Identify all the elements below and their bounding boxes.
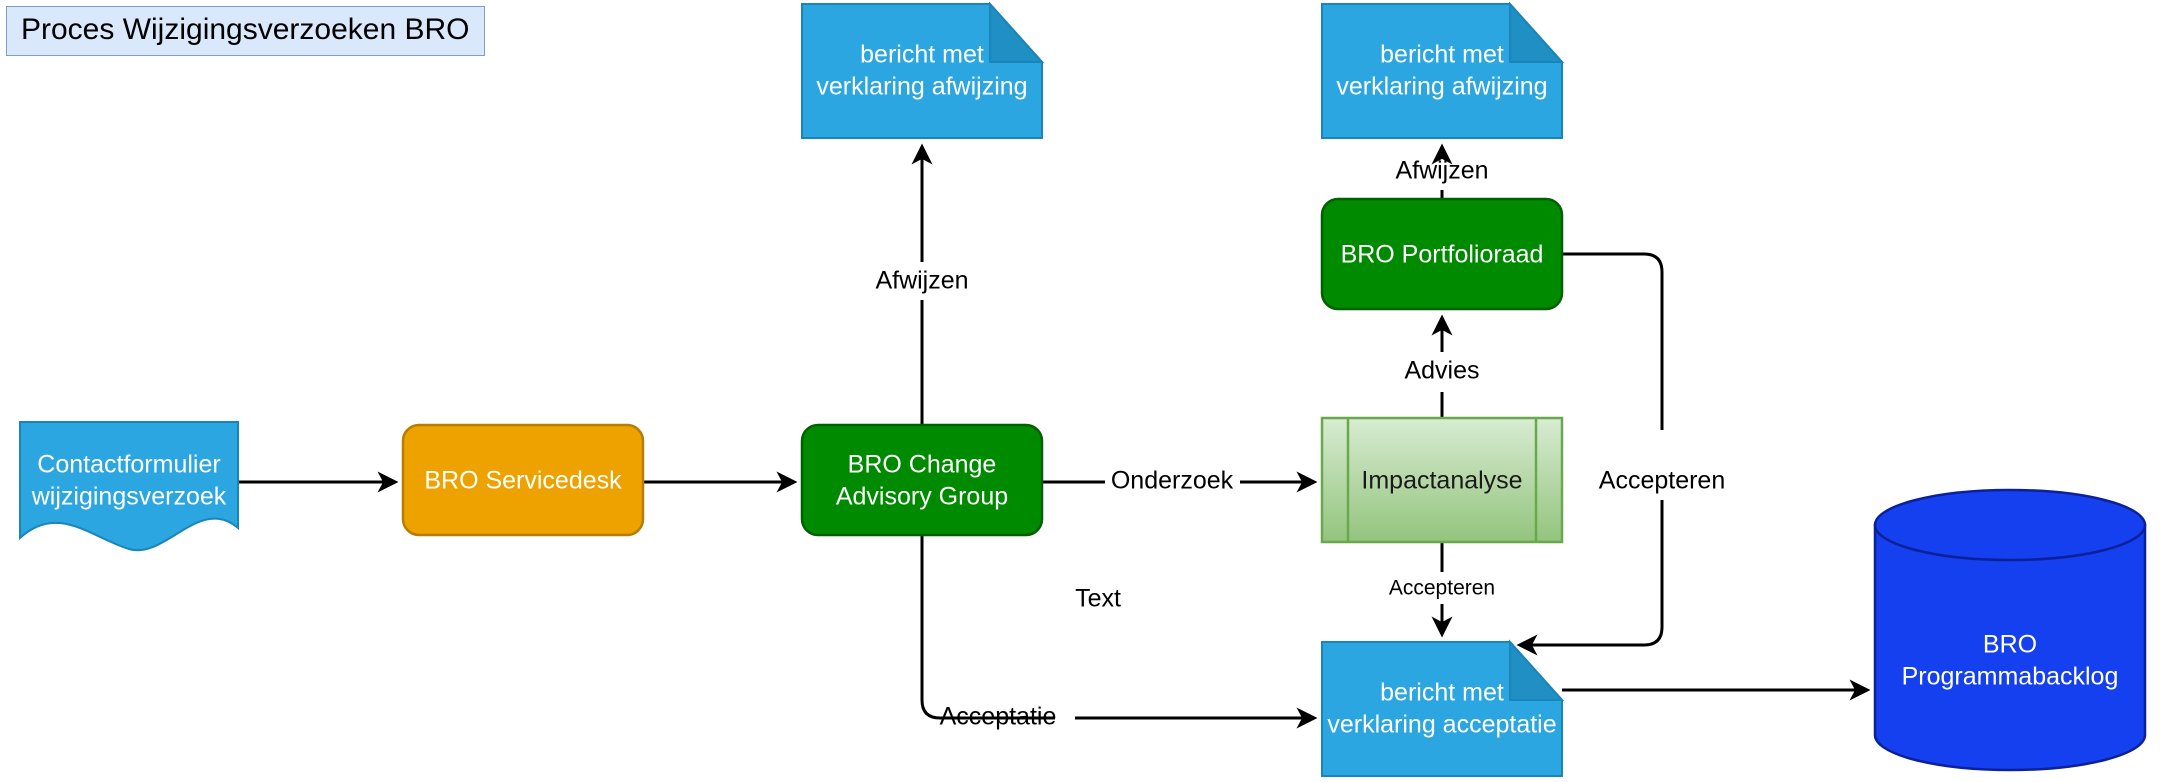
bro-portfolioraad-label: BRO Portfolioraad <box>1341 241 1544 269</box>
edge-impactanalyse-to-acceptatie: Accepteren <box>1389 542 1495 638</box>
impactanalyse-node[interactable]: Impactanalyse <box>1320 416 1564 544</box>
page-title: Proces Wijzigingsverzoeken BRO <box>6 6 485 56</box>
edge-cag-to-acceptatie: Acceptatie <box>920 535 1318 731</box>
edge-label-accepteren-rechts: Accepteren <box>1599 467 1725 495</box>
edge-label-afwijzen-links: Afwijzen <box>875 267 968 295</box>
programmabacklog-label-line2: Programmabacklog <box>1902 663 2119 691</box>
programmabacklog-label-line1: BRO <box>1983 631 2037 659</box>
edge-label-onderzoek: Onderzoek <box>1111 467 1234 495</box>
bro-servicedesk-label: BRO Servicedesk <box>424 467 622 495</box>
edge-cag-to-impactanalyse: Onderzoek <box>1042 467 1318 495</box>
contactformulier-wijzigingsverzoek-node[interactable]: Contactformulier wijzigingsverzoek <box>19 421 239 552</box>
acceptatie-label-line2: verklaring acceptatie <box>1327 711 1556 739</box>
bericht-verklaring-acceptatie-node[interactable]: bericht met verklaring acceptatie <box>1321 639 1565 777</box>
afwijzing-links-label-line2: verklaring afwijzing <box>816 73 1027 101</box>
bericht-verklaring-afwijzing-links-node[interactable]: bericht met verklaring afwijzing <box>801 1 1045 139</box>
acceptatie-label-line1: bericht met <box>1380 679 1504 707</box>
bro-servicedesk-node[interactable]: BRO Servicedesk <box>401 423 645 537</box>
impactanalyse-label: Impactanalyse <box>1361 467 1522 495</box>
afwijzing-rechts-label-line2: verklaring afwijzing <box>1336 73 1547 101</box>
edge-portfolioraad-to-afwijzing: Afwijzen <box>1395 143 1489 199</box>
edge-label-afwijzen-rechts: Afwijzen <box>1395 157 1488 185</box>
edge-label-advies: Advies <box>1404 357 1479 385</box>
edge-cag-to-afwijzing-links: Afwijzen <box>875 143 969 425</box>
contactformulier-label-line1: Contactformulier <box>37 451 220 479</box>
afwijzing-links-label-line1: bericht met <box>860 41 984 69</box>
stray-text-label: Text <box>1075 585 1121 613</box>
bro-cag-label-line2: Advisory Group <box>836 483 1008 511</box>
afwijzing-rechts-label-line1: bericht met <box>1380 41 1504 69</box>
bro-programmabacklog-node[interactable]: BRO Programmabacklog <box>1873 488 2147 772</box>
edge-label-accepteren-midden: Accepteren <box>1389 577 1495 600</box>
bro-portfolioraad-node[interactable]: BRO Portfolioraad <box>1320 197 1564 311</box>
edge-label-acceptatie: Acceptatie <box>940 703 1057 731</box>
bro-cag-label-line1: BRO Change <box>848 451 997 479</box>
bericht-verklaring-afwijzing-rechts-node[interactable]: bericht met verklaring afwijzing <box>1321 1 1565 139</box>
edge-portfolioraad-to-acceptatie: Accepteren <box>1516 252 1725 656</box>
edge-impactanalyse-to-portfolioraad: Advies <box>1404 314 1480 418</box>
bro-change-advisory-group-node[interactable]: BRO Change Advisory Group <box>800 423 1044 537</box>
contactformulier-label-line2: wijzigingsverzoek <box>31 483 227 511</box>
